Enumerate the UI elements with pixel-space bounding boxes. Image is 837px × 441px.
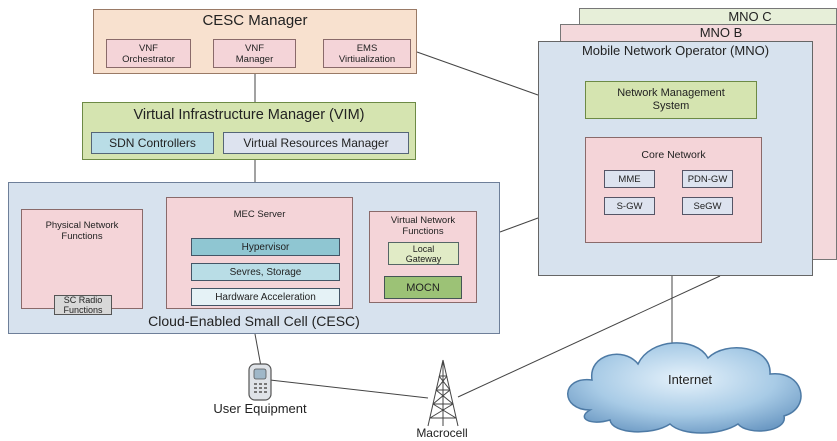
cesc-manager-box: CESC Manager VNF Orchestrator VNF Manage… [93,9,417,74]
cesc-box: Physical Network Functions SC Radio Func… [8,182,500,334]
vim-box: Virtual Infrastructure Manager (VIM) SDN… [82,102,416,160]
vnf-title: Virtual Network Functions [390,215,456,237]
mocn-box: MOCN [384,276,462,299]
cesc-title: Cloud-Enabled Small Cell (CESC) [148,313,360,329]
segw-box: SeGW [682,197,733,215]
internet-label: Internet [667,372,713,387]
local-gateway-box: Local Gateway [388,242,459,265]
mec-server-title: MEC Server [233,209,286,220]
storage-box: Sevres, Storage [191,263,340,281]
pnf-title: Physical Network Functions [45,220,119,242]
vnf-orchestrator-box: VNF Orchestrator [106,39,191,68]
sdn-controllers-box: SDN Controllers [91,132,214,154]
pdn-gw-box: PDN-GW [682,170,733,188]
tower-icon [427,359,459,427]
vnf-manager-box: VNF Manager [213,39,296,68]
hypervisor-box: Hypervisor [191,238,340,256]
mec-server-box: MEC Server Hypervisor Sevres, Storage Ha… [166,197,353,309]
mme-box: MME [604,170,655,188]
network-management-system-box: Network Management System [585,81,757,119]
macrocell-label: Macrocell [416,426,468,440]
core-network-title: Core Network [641,149,706,161]
cloud-icon [567,342,802,434]
vim-title: Virtual Infrastructure Manager (VIM) [133,107,365,123]
core-network-box: Core Network MME PDN-GW S-GW SeGW [585,137,762,243]
mno-a-box: Mobile Network Operator (MNO) Network Ma… [538,41,813,276]
virtual-resources-manager-box: Virtual Resources Manager [223,132,409,154]
physical-network-functions-box: Physical Network Functions SC Radio Func… [21,209,143,315]
mno-c-title: MNO C [728,9,772,24]
user-equipment-label: User Equipment [213,401,307,416]
sc-radio-functions-box: SC Radio Functions [54,295,112,315]
ems-virtualization-box: EMS Virtiualization [323,39,411,68]
mno-a-title: Mobile Network Operator (MNO) [581,43,770,58]
cesc-manager-title: CESC Manager [202,12,308,29]
mno-b-title: MNO B [699,25,743,40]
hardware-acceleration-box: Hardware Acceleration [191,288,340,306]
s-gw-box: S-GW [604,197,655,215]
phone-icon [248,363,272,401]
virtual-network-functions-box: Virtual Network Functions Local Gateway … [369,211,477,303]
